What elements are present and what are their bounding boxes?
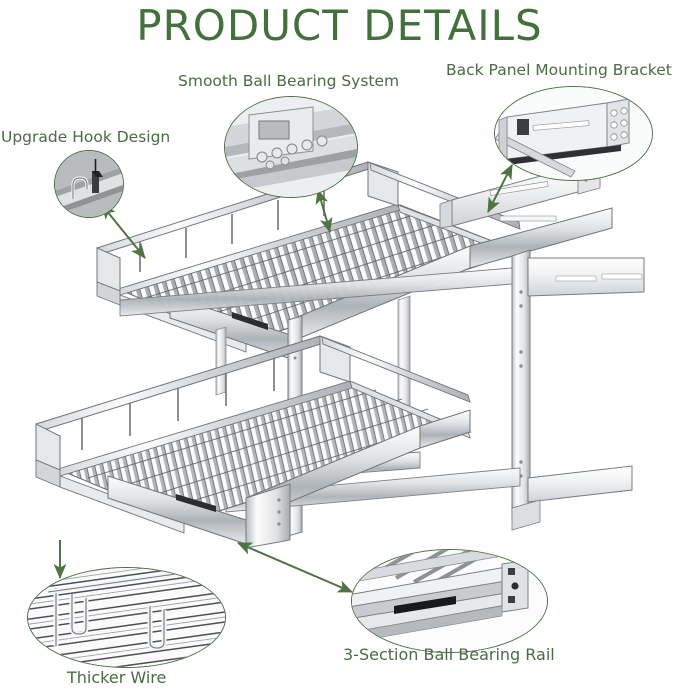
lower-tier-slide-rail [107, 409, 471, 549]
callout-label-thicker-wire: Thicker Wire [67, 668, 167, 687]
smooth-ball-bearing-inset [224, 96, 358, 198]
callout-label-3-section-ball-bearing-rail: 3-Section Ball Bearing Rail [343, 645, 555, 664]
3-section-ball-bearing-rail-inset [351, 549, 548, 653]
upgrade-hook-inset [54, 150, 124, 218]
back-panel-mounting-bracket-inset [494, 86, 653, 181]
bottom-mounting-brackets [511, 465, 633, 531]
page-title: PRODUCT DETAILS [136, 1, 543, 50]
thicker-wire-inset [27, 567, 226, 668]
lower-tier-basket [35, 335, 472, 534]
back-panel-bracket-main [527, 257, 645, 297]
callout-label-upgrade-hook: Upgrade Hook Design [1, 128, 171, 146]
callout-label-smooth-ball-bearing: Smooth Ball Bearing System [178, 72, 400, 90]
callout-label-back-panel-mounting-bracket: Back Panel Mounting Bracket [446, 61, 672, 79]
